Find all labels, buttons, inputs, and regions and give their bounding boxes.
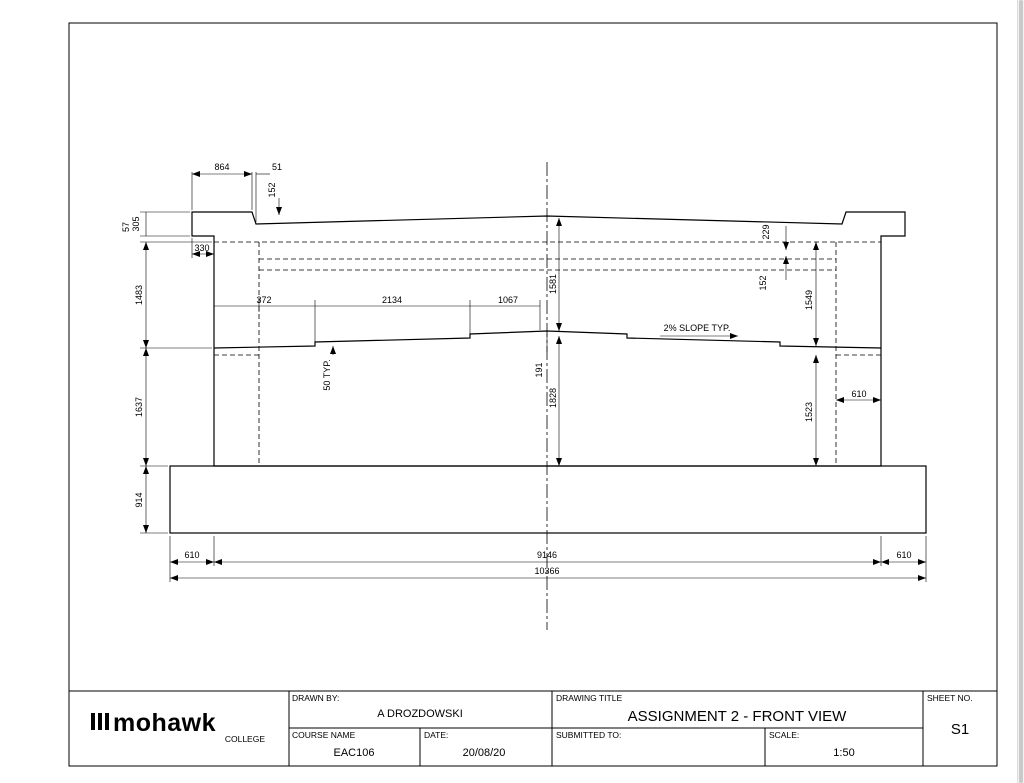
logo-bar-1 — [91, 713, 95, 730]
dim-9146: 9146 — [537, 550, 557, 560]
submitted-to-label: SUBMITTED TO: — [556, 730, 621, 740]
bridge-deck — [191, 211, 906, 467]
scale-value: 1:50 — [833, 747, 854, 759]
dim-10366: 10366 — [534, 566, 559, 576]
dim-50-typ: 50 TYP. — [322, 359, 332, 390]
inner-slab-profile — [213, 330, 882, 349]
drawn-by-value: A DROZDOWSKI — [377, 708, 463, 720]
dim-864: 864 — [214, 162, 229, 172]
dim-57: 57 — [121, 222, 131, 232]
dim-610-right-col: 610 — [851, 389, 866, 399]
dim-1637: 1637 — [134, 397, 144, 417]
dim-305: 305 — [131, 216, 141, 231]
sheet-border — [68, 22, 998, 767]
dim-610-right: 610 — [896, 550, 911, 560]
dim-1828: 1828 — [548, 388, 558, 408]
title-block — [69, 690, 997, 766]
date-label: DATE: — [424, 730, 448, 740]
drawing-title-value: ASSIGNMENT 2 - FRONT VIEW — [628, 708, 847, 725]
slope-note: 2% SLOPE TYP. — [664, 323, 731, 333]
dim-330: 330 — [194, 243, 209, 253]
dim-191: 191 — [534, 362, 544, 377]
dim-152-right: 152 — [758, 275, 768, 290]
dimension-lines — [140, 171, 927, 582]
dim-1523: 1523 — [804, 402, 814, 422]
vertical-scrollbar[interactable] — [1017, 0, 1024, 783]
course-name-label: COURSE NAME — [292, 730, 356, 740]
date-value: 20/08/20 — [463, 747, 506, 759]
dim-2134: 2134 — [382, 295, 402, 305]
dimension-labels: 864 51 152 57 305 330 1483 1637 914 372 … — [121, 162, 912, 576]
drawing-title-label: DRAWING TITLE — [556, 693, 622, 703]
logo-bar-2 — [98, 713, 102, 730]
dim-51: 51 — [272, 162, 282, 172]
dim-1067: 1067 — [498, 295, 518, 305]
logo-college: COLLEGE — [225, 734, 265, 744]
logo-bar-3 — [105, 713, 109, 730]
sheet-no-label: SHEET NO. — [927, 693, 973, 703]
structure-outline — [169, 211, 927, 534]
scale-label: SCALE: — [769, 730, 799, 740]
dim-152-top: 152 — [267, 182, 277, 197]
logo-word: mohawk — [113, 709, 216, 737]
sheet-no-value: S1 — [951, 721, 969, 738]
dim-372: 372 — [256, 295, 271, 305]
dim-914: 914 — [134, 492, 144, 507]
course-name-value: EAC106 — [334, 747, 375, 759]
mohawk-logo: mohawk COLLEGE — [91, 709, 265, 744]
hidden-lines — [214, 241, 881, 466]
dim-1483: 1483 — [134, 285, 144, 305]
scrollbar-thumb[interactable] — [1019, 0, 1023, 783]
drawn-by-label: DRAWN BY: — [292, 693, 339, 703]
dim-1549: 1549 — [804, 290, 814, 310]
dim-610-left: 610 — [184, 550, 199, 560]
dim-229: 229 — [761, 224, 771, 239]
dim-1581: 1581 — [548, 274, 558, 294]
footing — [169, 465, 927, 534]
